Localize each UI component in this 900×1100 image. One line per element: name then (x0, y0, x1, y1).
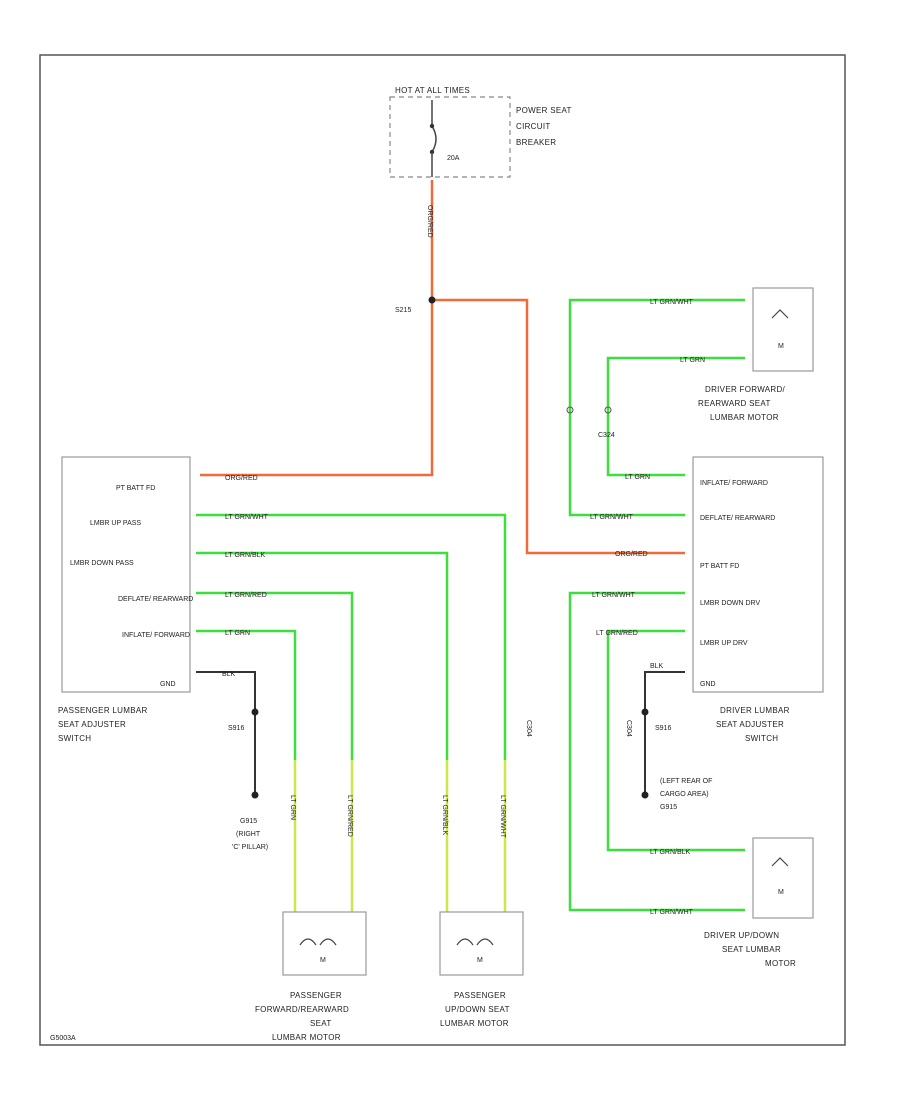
breaker-name-line2: CIRCUIT (516, 122, 551, 131)
connector-c304-drv-label: C304 (625, 720, 632, 737)
wire-label-orgred-pass: ORG/RED (225, 475, 258, 482)
drv-pin-lmbr-up: LMBR UP DRV (700, 640, 748, 647)
drv-ud-motor-title-2: SEAT LUMBAR (722, 945, 781, 954)
pass-pin-pt-batt: PT BATT FD (116, 485, 155, 492)
motor-wire-label-3: LT GRN/BLK (441, 795, 448, 836)
drv-ground-label-3: G915 (660, 804, 677, 811)
svg-text:M: M (320, 957, 326, 964)
drv-switch-title-1: DRIVER LUMBAR (720, 706, 790, 715)
wire-label-ltgrn-blk-drv: LT GRN/BLK (650, 849, 691, 856)
passenger-forward-rearward-motor: M PASSENGER FORWARD/REARWARD SEAT LUMBAR… (255, 911, 367, 1042)
driver-forward-rearward-motor: M DRIVER FORWARD/ REARWARD SEAT LUMBAR M… (698, 287, 814, 422)
drv-pin-pt-batt: PT BATT FD (700, 563, 739, 570)
pass-pin-gnd: GND (160, 681, 176, 688)
pass-ud-motor-title-3: LUMBAR MOTOR (440, 1019, 509, 1028)
svg-text:M: M (778, 889, 784, 896)
breaker-rating: 20A (447, 155, 460, 162)
pass-ground-label-3: 'C' PILLAR) (232, 844, 268, 851)
motor-wire-label-1: LT GRN (289, 795, 296, 820)
passenger-ground: BLK S916 G915 (RIGHT 'C' PILLAR) (196, 671, 268, 851)
pass-switch-title-1: PASSENGER LUMBAR (58, 706, 148, 715)
pass-switch-title-2: SEAT ADJUSTER (58, 720, 126, 729)
wire-label-blk-pass: BLK (222, 671, 236, 678)
wire-label-ltgrn-wht-drv3: LT GRN/WHT (592, 592, 636, 599)
pass-pin-deflate: DEFLATE/ REARWARD (118, 596, 193, 603)
drv-switch-title-2: SEAT ADJUSTER (716, 720, 784, 729)
passenger-up-down-motor: M PASSENGER UP/DOWN SEAT LUMBAR MOTOR (439, 911, 524, 1028)
driver-up-down-motor: M DRIVER UP/DOWN SEAT LUMBAR MOTOR (704, 837, 814, 968)
splice-s215-label: S215 (395, 307, 411, 314)
pass-fr-motor-title-3: SEAT (310, 1019, 332, 1028)
pass-pin-lmbr-down: LMBR DOWN PASS (70, 560, 134, 567)
drv-pin-deflate: DEFLATE/ REARWARD (700, 515, 775, 522)
wire-label-ltgrn-drv2: LT GRN (625, 474, 650, 481)
drv-ud-motor-title-1: DRIVER UP/DOWN (704, 931, 779, 940)
pass-fr-motor-title-2: FORWARD/REARWARD (255, 1005, 349, 1014)
drv-splice-label: S916 (655, 725, 671, 732)
pass-switch-title-3: SWITCH (58, 734, 91, 743)
drv-fr-motor-title-2: REARWARD SEAT (698, 399, 771, 408)
driver-lumbar-switch: INFLATE/ FORWARD DEFLATE/ REARWARD PT BA… (692, 456, 824, 743)
drv-pin-gnd: GND (700, 681, 716, 688)
wire-label-ltgrn-wht-drv4: LT GRN/WHT (650, 909, 694, 916)
pass-fr-motor-title-1: PASSENGER (290, 991, 342, 1000)
power-wires: S215 ORG/RED ORG/RED ORG/RED (200, 180, 685, 558)
driver-ground: BLK S916 (LEFT REAR OF CARGO AREA) G915 (641, 663, 712, 811)
wire-label-ltgrn-pass: LT GRN (225, 630, 250, 637)
pass-pin-inflate: INFLATE/ FORWARD (122, 632, 190, 639)
drv-fr-motor-title-1: DRIVER FORWARD/ (705, 385, 786, 394)
driver-motor-wires: LT GRN/WHT LT GRN LT GRN LT GRN/WHT LT G… (566, 298, 745, 916)
passenger-motor-wires: LT GRN/WHT LT GRN/BLK LT GRN/RED LT GRN … (196, 513, 532, 912)
breaker-name-line1: POWER SEAT (516, 106, 572, 115)
connector-c304-label: C304 (525, 720, 532, 737)
diagram-border (39, 54, 846, 1046)
drv-ud-motor-title-3: MOTOR (765, 959, 796, 968)
wire-label-ltgrn-drv1: LT GRN (680, 357, 705, 364)
wire-label-ltgrn-wht-drv2: LT GRN/WHT (590, 514, 634, 521)
wire-label-ltgrn-red-pass: LT GRN/RED (225, 592, 267, 599)
wire-label-orgred-vertical: ORG/RED (426, 205, 433, 238)
svg-text:M: M (477, 957, 483, 964)
drv-switch-title-3: SWITCH (745, 734, 778, 743)
wire-label-ltgrn-wht-pass: LT GRN/WHT (225, 514, 269, 521)
passenger-lumbar-switch: PT BATT FD LMBR UP PASS LMBR DOWN PASS D… (58, 456, 193, 743)
drv-pin-inflate: INFLATE/ FORWARD (700, 480, 768, 487)
wire-label-ltgrn-wht-drv1: LT GRN/WHT (650, 299, 694, 306)
wire-label-blk-drv: BLK (650, 663, 664, 670)
pass-ud-motor-title-1: PASSENGER (454, 991, 506, 1000)
connector-c324-label: C324 (598, 432, 615, 439)
breaker-name-line3: BREAKER (516, 138, 556, 147)
drv-fr-motor-title-3: LUMBAR MOTOR (710, 413, 779, 422)
wire-label-orgred-drv: ORG/RED (615, 551, 648, 558)
pass-fr-motor-title-4: LUMBAR MOTOR (272, 1033, 341, 1042)
pass-ud-motor-title-2: UP/DOWN SEAT (445, 1005, 510, 1014)
svg-text:M: M (778, 343, 784, 350)
drv-ground-label-1: (LEFT REAR OF (660, 778, 712, 785)
drv-pin-lmbr-down: LMBR DOWN DRV (700, 600, 760, 607)
pass-splice-label: S916 (228, 725, 244, 732)
pass-ground-label-2: (RIGHT (236, 831, 261, 838)
hot-at-all-times-label: HOT AT ALL TIMES (395, 86, 470, 95)
wire-label-ltgrn-blk-pass: LT GRN/BLK (225, 552, 266, 559)
footer-code: G5003A (50, 1035, 76, 1042)
motor-wire-label-2: LT GRN/RED (346, 795, 353, 837)
circuit-breaker: HOT AT ALL TIMES 20A POWER SEAT CIRCUIT … (389, 86, 572, 178)
pass-pin-lmbr-up: LMBR UP PASS (90, 520, 141, 527)
motor-wire-label-4: LT GRN/WHT (499, 795, 506, 839)
drv-ground-label-2: CARGO AREA) (660, 791, 709, 798)
pass-ground-label-1: G915 (240, 818, 257, 825)
wire-label-ltgrn-red-drv: LT GRN/RED (596, 630, 638, 637)
